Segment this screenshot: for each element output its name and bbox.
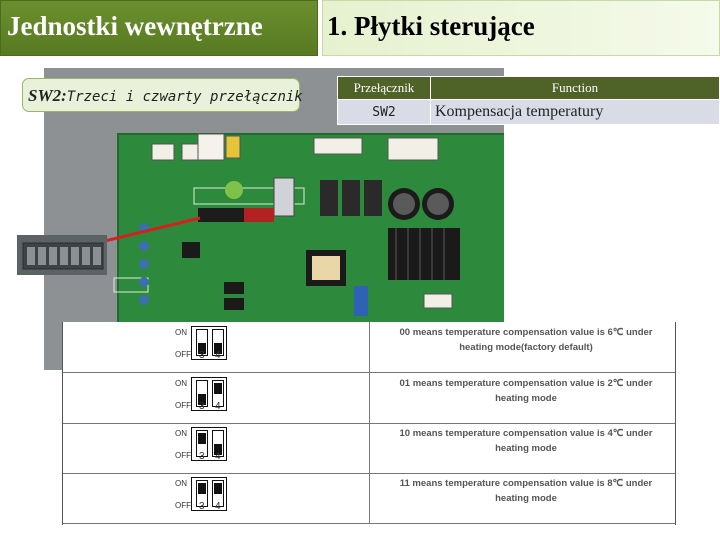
subsection-title-box: 1. Płytki sterujące xyxy=(322,0,720,56)
position-4-label: 4 xyxy=(215,451,221,462)
setting-description: 11 means temperature compensation value … xyxy=(381,476,671,506)
dip-slot-4 xyxy=(212,430,224,457)
dip-knob-off xyxy=(198,394,206,405)
position-4-label: 4 xyxy=(215,401,221,412)
caption: SW2:Trzeci i czwarty przełącznik xyxy=(28,86,303,106)
position-4-label: 4 xyxy=(215,501,221,512)
caption-box: SW2:Trzeci i czwarty przełącznik xyxy=(22,78,303,112)
position-3-label: 3 xyxy=(199,401,205,412)
description-line-2: heating mode(factory default) xyxy=(459,342,593,353)
dip-switch-photo xyxy=(17,235,107,275)
off-label: OFF xyxy=(175,451,191,460)
off-label: OFF xyxy=(175,401,191,410)
switch-function-table: Przełącznik Function SW2 Kompensacja tem… xyxy=(337,76,720,125)
dip-switch-diagram xyxy=(191,326,227,360)
description-line-1: 00 means temperature compensation value … xyxy=(399,327,653,338)
off-label: OFF xyxy=(175,501,191,510)
dip-slot-3 xyxy=(196,380,208,407)
cell-switch: SW2 xyxy=(337,99,431,125)
position-3-label: 3 xyxy=(199,451,205,462)
table-header-row: Przełącznik Function xyxy=(337,76,720,100)
setting-description: 00 means temperature compensation value … xyxy=(381,325,671,355)
caption-prefix: SW2: xyxy=(28,86,67,105)
dip-knob-on xyxy=(198,433,206,444)
dip-switch-diagram xyxy=(191,427,227,461)
dip-switch-closeup xyxy=(17,235,107,275)
on-label: ON xyxy=(175,328,187,337)
dip-knob-off xyxy=(214,444,222,455)
dip-slot-3 xyxy=(196,480,208,507)
dip-switch-diagram xyxy=(191,377,227,411)
column-divider xyxy=(369,322,370,372)
column-divider xyxy=(369,473,370,523)
dip-knob-off xyxy=(214,343,222,354)
section-title-box: Jednostki wewnętrzne xyxy=(0,0,318,56)
description-line-1: 10 means temperature compensation value … xyxy=(399,428,653,439)
position-4-label: 4 xyxy=(215,350,221,361)
subsection-title: 1. Płytki sterujące xyxy=(327,11,535,41)
column-divider xyxy=(369,373,370,423)
cell-function: Kompensacja temperatury xyxy=(430,99,720,125)
setting-description: 01 means temperature compensation value … xyxy=(381,376,671,406)
position-3-label: 3 xyxy=(199,350,205,361)
description-line-1: 01 means temperature compensation value … xyxy=(399,378,653,389)
dip-slot-3 xyxy=(196,430,208,457)
position-3-label: 3 xyxy=(199,501,205,512)
title-bar: Jednostki wewnętrzne 1. Płytki sterujące xyxy=(0,0,720,58)
table-row: SW2 Kompensacja temperatury xyxy=(337,99,720,125)
setting-description: 10 means temperature compensation value … xyxy=(381,426,671,456)
caption-text: Trzeci i czwarty przełącznik xyxy=(66,89,303,105)
dip-knob-on xyxy=(214,383,222,394)
description-line-2: heating mode xyxy=(495,443,557,454)
section-title: Jednostki wewnętrzne xyxy=(7,11,263,41)
off-label: OFF xyxy=(175,350,191,359)
dip-slot-4 xyxy=(212,380,224,407)
column-divider xyxy=(369,423,370,473)
dip-slot-4 xyxy=(212,480,224,507)
on-label: ON xyxy=(175,479,187,488)
description-line-2: heating mode xyxy=(495,493,557,504)
description-line-2: heating mode xyxy=(495,393,557,404)
dip-knob-on xyxy=(198,483,206,494)
header-switch: Przełącznik xyxy=(337,76,431,100)
description-line-1: 11 means temperature compensation value … xyxy=(399,478,653,489)
dip-knob-off xyxy=(198,343,206,354)
dip-slot-4 xyxy=(212,329,224,356)
on-label: ON xyxy=(175,429,187,438)
header-function: Function xyxy=(430,76,720,100)
on-label: ON xyxy=(175,379,187,388)
dip-switch-diagram xyxy=(191,477,227,511)
dip-slot-3 xyxy=(196,329,208,356)
dip-knob-on xyxy=(214,483,222,494)
